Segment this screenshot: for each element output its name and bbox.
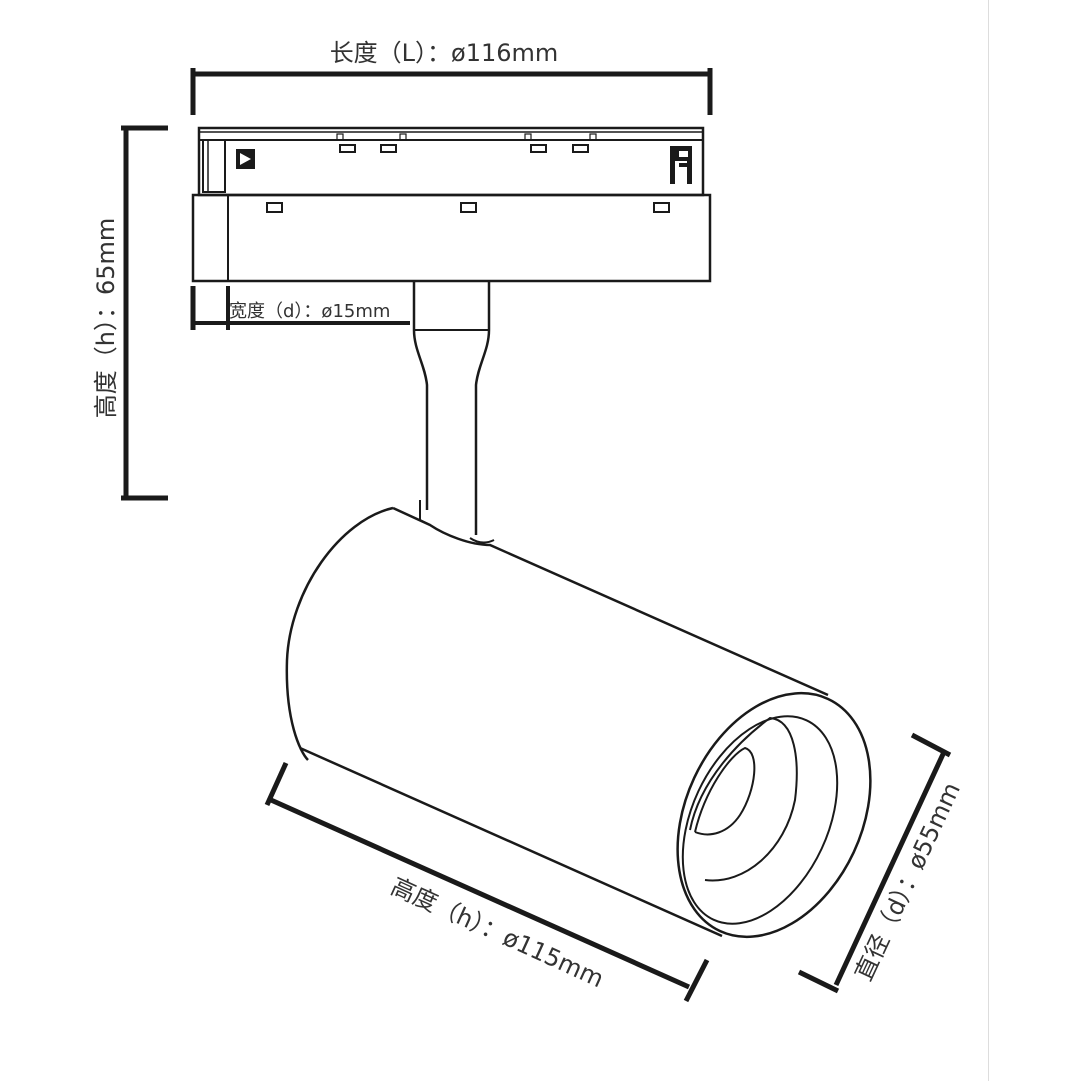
polarity-icon-right <box>670 146 692 184</box>
lamp-cylinder <box>285 506 872 939</box>
mounting-arm <box>412 281 495 544</box>
latch-slot <box>460 202 477 213</box>
height-mount-label: 高度（h）：65mm <box>92 218 120 419</box>
width-dimension: 宽度（d）：ø15mm <box>190 286 410 330</box>
track-adapter <box>191 126 712 283</box>
width-label: 宽度（d）：ø15mm <box>229 301 390 322</box>
contact-slot <box>572 144 589 153</box>
contact-slot <box>339 144 356 153</box>
height-body-dimension: 高度（h）：ø115mm <box>264 761 710 1003</box>
contact-slot <box>530 144 547 153</box>
length-dimension: 长度（L）：ø116mm <box>190 39 713 115</box>
height-body-label: 高度（h）：ø115mm <box>387 872 608 993</box>
contact-slot <box>380 144 397 153</box>
latch-slot <box>653 202 670 213</box>
page-edge-divider <box>988 0 989 1081</box>
diameter-dimension: 直径（d）：ø55mm <box>797 732 966 994</box>
latch-slot <box>266 202 283 213</box>
length-label: 长度（L）：ø116mm <box>330 39 559 67</box>
height-mount-dimension: 高度（h）：65mm <box>92 125 168 501</box>
